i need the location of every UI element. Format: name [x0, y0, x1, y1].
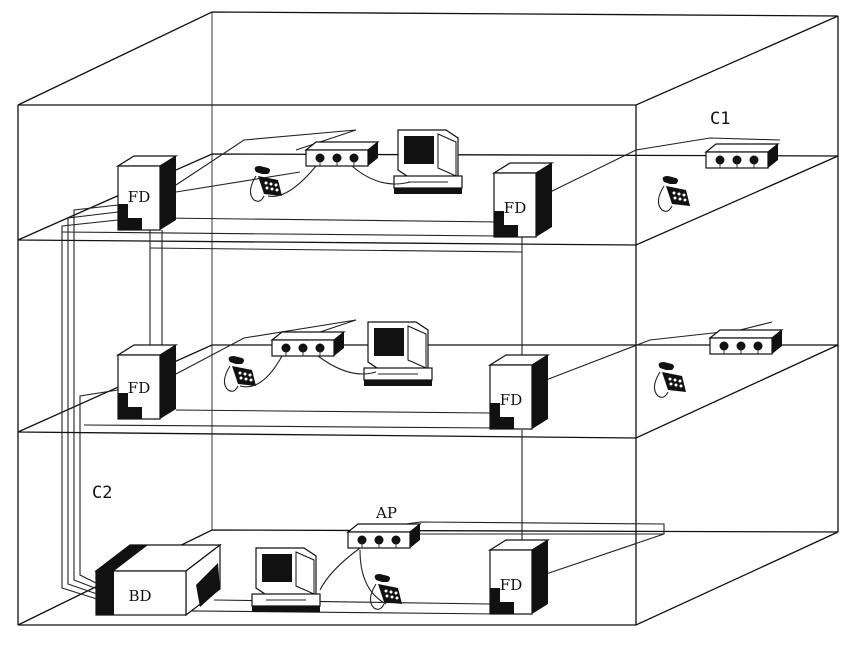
fd-top-left: FD [117, 155, 177, 231]
outlet-ground-ap [347, 523, 421, 549]
cable-c1-label: C1 [710, 109, 730, 129]
computer-ground [251, 547, 321, 613]
fd-label: FD [500, 576, 522, 594]
outlet-middle-center [271, 331, 345, 357]
fd-label: FD [504, 199, 526, 217]
outlet-top-center [305, 141, 379, 167]
fd-middle-left: FD [117, 344, 177, 420]
cable-c2-label: C2 [92, 483, 112, 503]
cable-runs [61, 129, 781, 615]
fd-label: FD [500, 391, 522, 409]
bd-label: BD [128, 587, 151, 605]
fd-top-right: FD [493, 162, 553, 238]
ap-label: AP [375, 504, 397, 522]
outlet-top-right [705, 143, 779, 169]
phone-top-right [657, 175, 691, 212]
building-outline [17, 11, 839, 626]
computer-middle [363, 321, 433, 387]
fd-ground-right: FD [489, 539, 549, 615]
fd-middle-right: FD [489, 354, 549, 430]
fd-label: FD [128, 188, 150, 206]
phone-middle-right [653, 361, 687, 398]
bd-cabinet: BD [94, 543, 222, 617]
fd-label: FD [128, 379, 150, 397]
phone-ground [369, 573, 403, 610]
outlet-middle-right [709, 329, 783, 355]
computer-top [393, 129, 463, 195]
